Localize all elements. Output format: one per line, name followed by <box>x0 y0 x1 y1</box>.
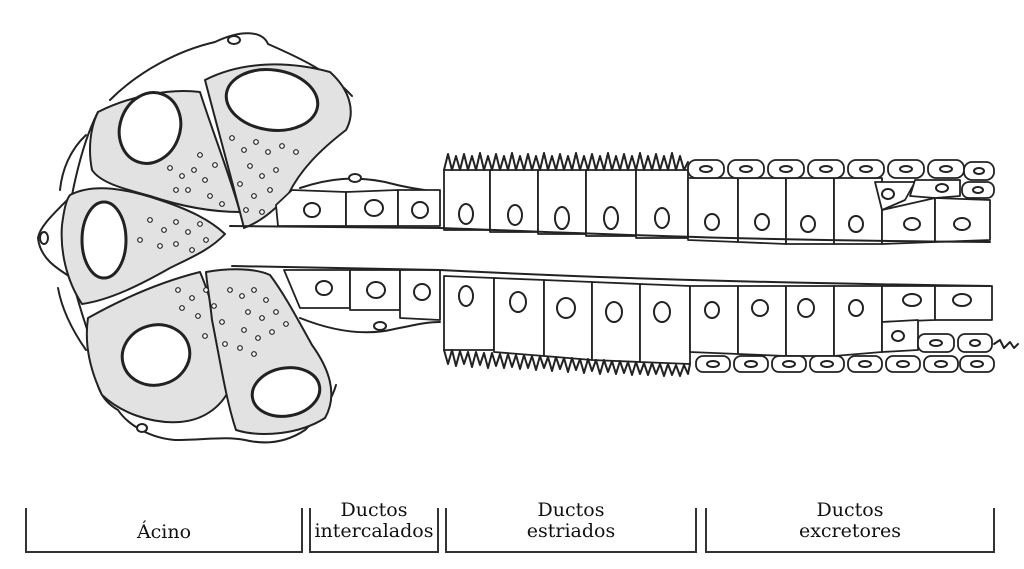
label-ductos-intercalados-line2: intercalados <box>306 521 442 542</box>
label-ductos-excretores-line2: excretores <box>706 521 994 542</box>
label-acino-text: Ácino <box>137 521 191 543</box>
striated-duct <box>444 153 690 376</box>
excretory-duct-upper <box>688 160 994 244</box>
label-ductos-excretores-line1: Ductos <box>706 500 994 521</box>
excretory-duct-lower <box>690 286 1018 372</box>
excretory-duct <box>688 160 1018 372</box>
label-ductos-estriados-line1: Ductos <box>446 500 696 521</box>
striated-duct-lower <box>444 276 690 376</box>
label-ductos-intercalados: Ductos intercalados <box>306 500 442 542</box>
label-ductos-intercalados-line1: Ductos <box>306 500 442 521</box>
duct-tail <box>994 340 1018 348</box>
myoepithelial-nucleus <box>137 424 147 432</box>
myoepithelial-nucleus <box>228 36 240 44</box>
label-acino: Ácino <box>26 522 302 543</box>
acinus <box>38 33 352 442</box>
label-ductos-excretores: Ductos excretores <box>706 500 994 542</box>
intercalated-duct <box>276 174 440 332</box>
striated-duct-upper <box>444 153 688 238</box>
label-ductos-estriados-line2: estriados <box>446 521 696 542</box>
myoepithelial-nucleus <box>40 232 48 244</box>
label-ductos-estriados: Ductos estriados <box>446 500 696 542</box>
acinar-nucleus <box>82 202 126 278</box>
intercalated-outer-bottom <box>300 318 440 332</box>
